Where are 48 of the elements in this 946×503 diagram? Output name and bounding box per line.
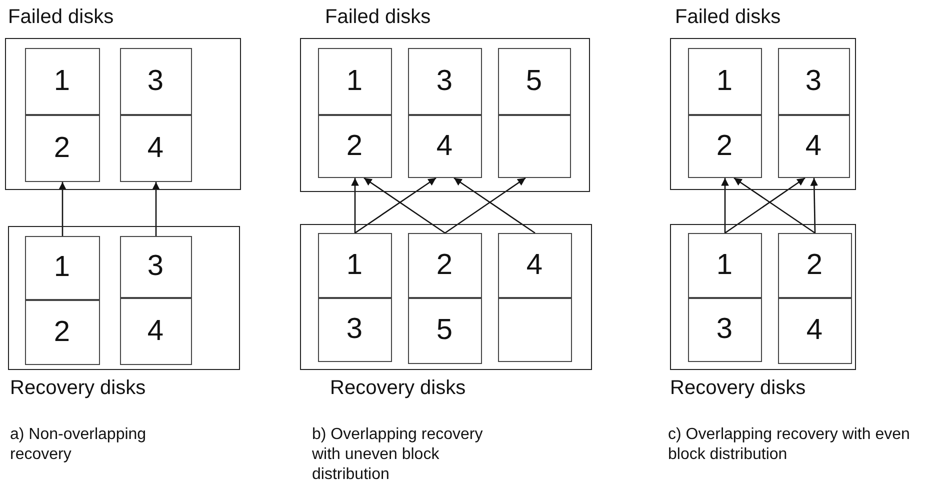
- arrow: [152, 182, 160, 236]
- disk-block: 1: [688, 232, 762, 298]
- group-heading: Recovery disks: [670, 377, 806, 400]
- disk-block: 3: [120, 236, 192, 298]
- disk-block: 4: [120, 298, 192, 364]
- disk-block: 1: [688, 48, 762, 114]
- group-heading: Failed disks: [325, 6, 431, 29]
- disk-block: 2: [24, 114, 100, 182]
- group-heading: Recovery disks: [10, 377, 146, 400]
- disk-block: 1: [24, 236, 100, 300]
- arrow: [351, 178, 359, 233]
- disk-block: 4: [778, 114, 850, 178]
- group-heading: Recovery disks: [330, 377, 466, 400]
- disk-block: 1: [318, 232, 392, 298]
- disk-block: 2: [408, 232, 482, 298]
- arrow: [724, 177, 806, 234]
- disk-block: 2: [318, 114, 392, 178]
- panel-caption: c) Overlapping recovery with even block distribution: [668, 425, 911, 465]
- disk-block: 3: [688, 298, 762, 362]
- disk-block: 4: [408, 114, 482, 178]
- arrow: [444, 177, 526, 234]
- arrow: [734, 177, 816, 234]
- disk-block: 3: [778, 48, 850, 114]
- group-heading: Failed disks: [8, 6, 114, 29]
- arrow: [364, 177, 446, 234]
- empty-disk-block: [498, 114, 570, 178]
- arrow: [721, 178, 729, 233]
- arrow: [58, 182, 66, 236]
- disk-block: 4: [120, 114, 192, 182]
- disk-block: 2: [24, 300, 100, 364]
- arrow: [810, 178, 818, 234]
- group-heading: Failed disks: [675, 6, 781, 29]
- disk-block: 2: [778, 232, 852, 298]
- disk-block: 2: [688, 114, 762, 178]
- arrow: [354, 177, 436, 234]
- disk-block: 1: [318, 48, 392, 114]
- disk-block: 1: [24, 48, 100, 114]
- disk-block: 5: [408, 298, 482, 364]
- disk-block: 4: [778, 298, 852, 364]
- disk-block: 4: [498, 232, 572, 298]
- disk-block: 3: [408, 48, 482, 114]
- disk-block: 3: [318, 298, 392, 362]
- disk-block: 3: [120, 48, 192, 114]
- panel-caption: a) Non-overlapping recovery: [10, 425, 148, 465]
- panel-caption: b) Overlapping recovery with uneven block distribution: [312, 425, 484, 485]
- empty-disk-block: [498, 298, 572, 362]
- arrow: [454, 177, 536, 234]
- disk-block: 5: [498, 48, 570, 114]
